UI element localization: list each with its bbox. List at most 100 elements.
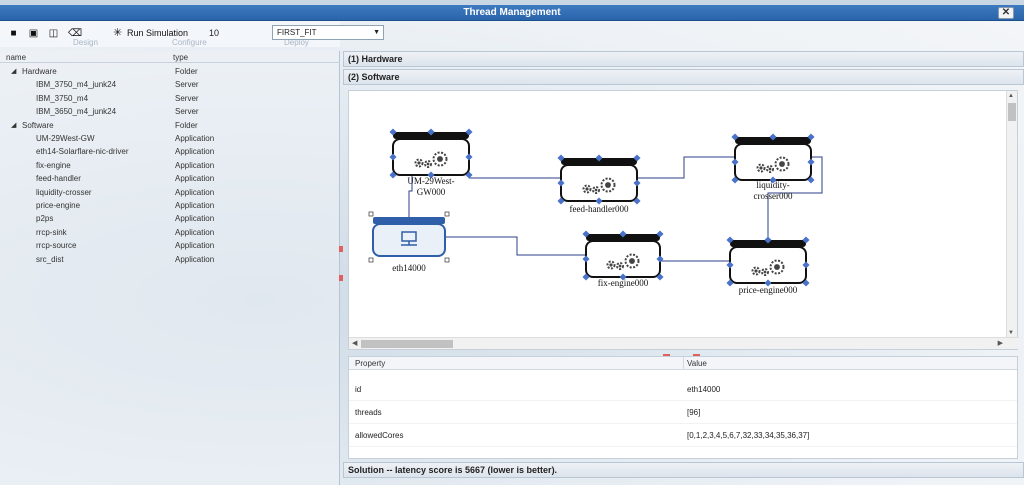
save-icon[interactable]: ■ (10, 28, 17, 39)
gear-hub (763, 270, 767, 274)
tree-item-type: Application (175, 147, 215, 157)
connection-handle (619, 273, 627, 281)
tree-item-name: src_dist (36, 254, 64, 264)
run-simulation-button[interactable]: ✳ Run Simulation (113, 26, 188, 40)
splitter-handle[interactable] (339, 246, 343, 252)
tree-item-name: feed-handler (36, 174, 81, 184)
tree-item-type: Application (175, 227, 215, 237)
node-label: GW000 (417, 187, 446, 197)
selection-handle (444, 257, 450, 263)
property-value[interactable]: eth14000 (687, 385, 721, 394)
tree-item-name: rrcp-source (36, 241, 77, 251)
expand-toggle-icon[interactable]: ◢ (11, 121, 17, 129)
node-fix[interactable]: fix-engine000 (582, 230, 664, 288)
connection-handle (656, 273, 664, 281)
tree-item-type: Application (175, 134, 215, 143)
tree-item-name: IBM_3750_m4_junk24 (36, 80, 117, 90)
delete-icon[interactable]: ⌫ (68, 28, 83, 39)
property-row[interactable]: allowedCores [0,1,2,3,4,5,6,7,32,33,34,35… (349, 425, 1017, 447)
tree-item-name: price-engine (36, 201, 81, 210)
node-feed[interactable]: feed-handler000 (557, 154, 641, 214)
tree-row[interactable]: IBM_3750_m4_junk24 Server (0, 78, 340, 91)
property-value[interactable]: [96] (687, 408, 701, 417)
graph-canvas[interactable]: UM-29West-GW000 feed-handler000 liquidity-… (348, 90, 1019, 350)
splitter-grip[interactable] (693, 354, 700, 357)
connection-handle (465, 171, 473, 179)
expand-toggle-icon[interactable]: ◢ (11, 68, 17, 75)
gear-hub (426, 162, 430, 166)
network-icon-base (401, 241, 417, 246)
close-button[interactable]: ✕ (998, 7, 1014, 19)
property-key: threads (355, 408, 382, 417)
column-header-type[interactable]: type (173, 53, 189, 62)
connection-handle (731, 158, 739, 166)
property-row[interactable]: threads [96] (349, 402, 1017, 424)
scroll-up-icon[interactable]: ▲ (1008, 93, 1014, 99)
hardware-section-header[interactable]: (1) Hardware (343, 51, 1024, 67)
gear-icon (432, 151, 448, 167)
column-header-name[interactable]: name (6, 53, 27, 62)
gear-hub (629, 258, 635, 264)
gear-icon (751, 266, 761, 276)
property-value[interactable]: [0,1,2,3,4,5,6,7,32,33,34,35,36,37] (687, 431, 810, 440)
horizontal-scroll-thumb[interactable] (361, 340, 453, 348)
save-all-icon[interactable]: ▣ (28, 28, 39, 39)
node-label: crosser000 (754, 191, 793, 201)
scroll-down-icon[interactable]: ▼ (1008, 330, 1014, 336)
tree-item-type: Application (175, 201, 215, 210)
node-um[interactable]: UM-29West-GW000 (389, 128, 473, 197)
gear-hub (605, 182, 611, 188)
tree-row[interactable]: UM-29West-GW Application (0, 132, 340, 145)
chevron-down-icon: ▼ (373, 29, 380, 36)
splitter-grip[interactable] (663, 354, 670, 357)
node-body (392, 138, 470, 176)
horizontal-scrollbar[interactable]: ◀ ▶ (349, 337, 1019, 349)
strategy-select[interactable]: FIRST_FIT ▼ (272, 25, 384, 40)
node-liq[interactable]: liquidity-crosser000 (731, 133, 815, 201)
connection-handle (465, 153, 473, 161)
tree-item-type: Folder (175, 67, 198, 76)
graph-svg[interactable]: UM-29West-GW000 feed-handler000 liquidity-… (349, 91, 1005, 338)
software-section-header[interactable]: (2) Software (343, 69, 1024, 85)
connection-handle (769, 133, 777, 141)
scroll-right-icon[interactable]: ▶ (997, 340, 1003, 347)
property-key: allowedCores (355, 431, 404, 440)
scroll-left-icon[interactable]: ◀ (352, 340, 358, 347)
connection-handle (764, 236, 772, 244)
simulation-count[interactable]: 10 (209, 28, 220, 38)
splitter-handle[interactable] (339, 275, 343, 281)
vertical-scroll-thumb[interactable] (1008, 103, 1016, 121)
tree-row[interactable]: price-engine Application (0, 199, 340, 212)
node-body (585, 240, 661, 278)
node-eth[interactable]: eth14000 (368, 211, 450, 273)
node-body (734, 143, 812, 181)
selection-handle (368, 257, 374, 263)
node-price[interactable]: price-engine000 (726, 236, 810, 295)
connection-handle (633, 154, 641, 162)
column-header-value: Value (683, 357, 707, 370)
node-label: UM-29West- (407, 176, 454, 186)
tree-item-name: UM-29West-GW (36, 134, 95, 143)
panel-splitter[interactable] (343, 353, 1024, 357)
vertical-scrollbar[interactable]: ▲ ▼ (1006, 91, 1017, 338)
connection-handle (389, 171, 397, 179)
copy-icon[interactable]: ◫ (48, 28, 59, 39)
top-tab-strip (0, 0, 1024, 5)
tree-item-type: Server (175, 80, 199, 90)
connection-handle (427, 128, 435, 136)
connection-handle (633, 197, 641, 205)
